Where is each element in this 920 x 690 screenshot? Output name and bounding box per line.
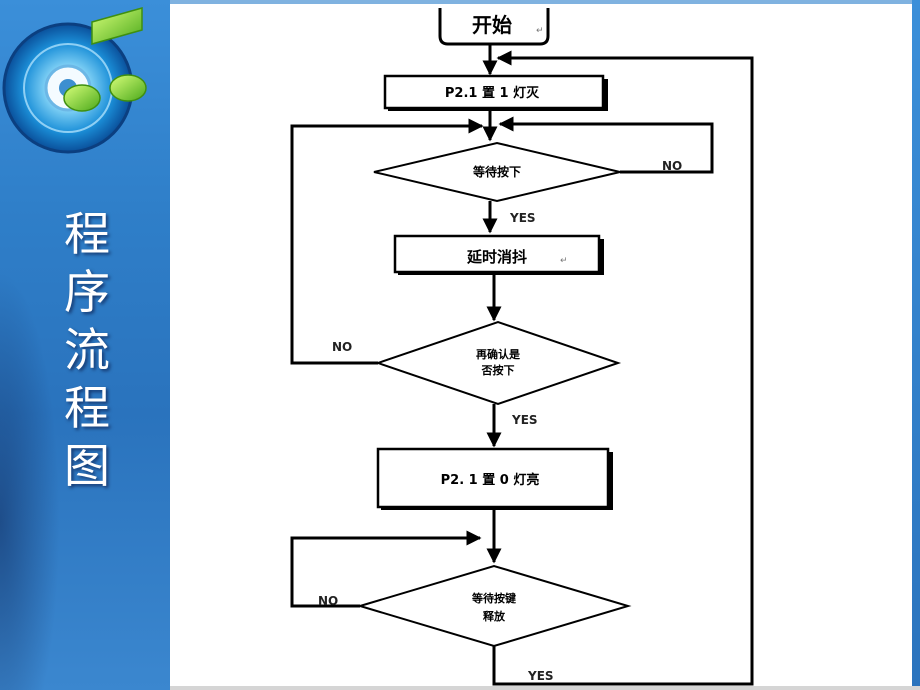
- confirm-node: 再确认是 否按下: [374, 320, 622, 406]
- confirm-node-label-line2: 否按下: [481, 363, 515, 377]
- edge-wait-press-no-loop: [498, 116, 714, 174]
- sidebar-title-char: 图: [64, 439, 110, 493]
- slide-bottom-border: [170, 686, 920, 690]
- sidebar-title-char: 流: [64, 323, 110, 377]
- sidebar: 程 序 流 程 图: [0, 0, 170, 690]
- wait-press-yes-label: YES: [509, 211, 536, 225]
- wait-press-node: 等待按下: [373, 141, 621, 203]
- wait-release-node: 等待按键 释放: [356, 564, 632, 648]
- music-note-cd-icon: [2, 7, 147, 154]
- release-no-label: NO: [318, 594, 338, 608]
- paragraph-mark: ↵: [536, 26, 544, 36]
- sidebar-title-char: 程: [64, 381, 110, 435]
- wait-press-node-label: 等待按下: [472, 164, 521, 179]
- edge-wait-release-yes-loop: [492, 50, 754, 686]
- start-node-label: 开始: [472, 13, 512, 37]
- led-off-node-label: P2.1 置 1 灯灭: [445, 85, 540, 101]
- start-node: 开始 ↵: [438, 8, 550, 46]
- sidebar-shadow: [0, 270, 60, 690]
- paragraph-mark: ↵: [560, 256, 568, 266]
- wait-release-node-label-line2: 释放: [483, 609, 506, 623]
- slide-top-border: [170, 0, 920, 4]
- release-yes-label: YES: [527, 669, 554, 683]
- sidebar-title-char: 程: [64, 207, 110, 261]
- confirm-yes-label: YES: [511, 413, 538, 427]
- led-on-node-label: P2. 1 置 0 灯亮: [441, 472, 540, 488]
- confirm-no-label: NO: [332, 340, 352, 354]
- edge-confirm-no-loop: [290, 118, 484, 365]
- right-edge-panel: [912, 0, 920, 690]
- debounce-node-label: 延时消抖: [466, 248, 527, 266]
- led-off-node: P2.1 置 1 灯灭: [383, 74, 608, 111]
- sidebar-title: 程 序 流 程 图: [52, 205, 122, 495]
- wait-press-no-label: NO: [662, 159, 682, 173]
- edge-wait-release-no-loop: [290, 530, 482, 608]
- confirm-node-label-line1: 再确认是: [476, 347, 521, 361]
- debounce-node: 延时消抖: [393, 234, 604, 275]
- led-on-node: P2. 1 置 0 灯亮: [376, 447, 613, 510]
- sidebar-title-char: 序: [64, 265, 110, 319]
- wait-release-node-label-line1: 等待按键: [471, 591, 517, 605]
